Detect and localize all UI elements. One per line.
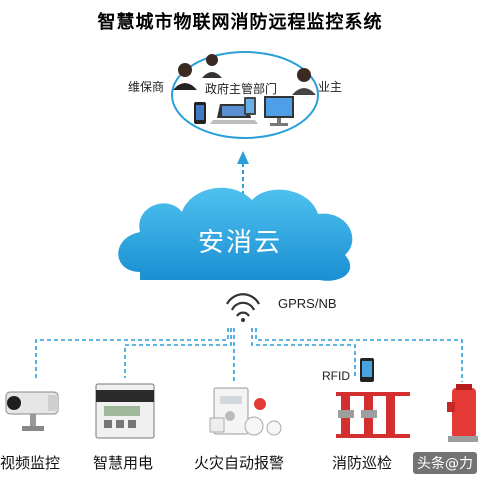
cloud-label: 安消云 <box>197 228 282 258</box>
government-avatar <box>202 54 222 78</box>
connection-lines <box>35 328 463 382</box>
caption-fire-patrol: 消防巡检 <box>332 454 393 472</box>
laptop-icon <box>210 104 258 124</box>
tablet-icon <box>244 97 256 115</box>
owner-avatar <box>292 68 316 95</box>
camera-icon <box>5 391 59 431</box>
label-maintainer: 维保商 <box>128 80 165 94</box>
power-meter-icon <box>95 383 155 439</box>
diagram-title: 智慧城市物联网消防远程监控系统 <box>97 12 383 33</box>
caption-video-monitoring: 视频监控 <box>0 454 61 472</box>
caption-fire-alarm: 火灾自动报警 <box>194 454 285 472</box>
user-group-ellipse <box>171 51 319 139</box>
cloud-shape <box>118 187 353 281</box>
rfid-label: RFID <box>322 369 350 383</box>
fire-pump-icon <box>447 384 478 442</box>
upload-arrow <box>237 151 249 195</box>
fire-alarm-icon <box>209 387 282 436</box>
phone-icon <box>360 358 374 382</box>
watermark: 头条@力 <box>413 452 477 474</box>
pump-station-icon <box>336 392 410 438</box>
label-owner: 业主 <box>318 80 343 94</box>
wifi-icon <box>226 293 260 322</box>
maintainer-avatar <box>173 63 197 90</box>
caption-smart-power: 智慧用电 <box>93 454 154 472</box>
network-label: GPRS/NB <box>278 296 337 311</box>
label-government: 政府主管部门 <box>205 82 278 96</box>
monitor-icon <box>264 96 294 126</box>
mobile-phone-icon <box>194 102 206 124</box>
